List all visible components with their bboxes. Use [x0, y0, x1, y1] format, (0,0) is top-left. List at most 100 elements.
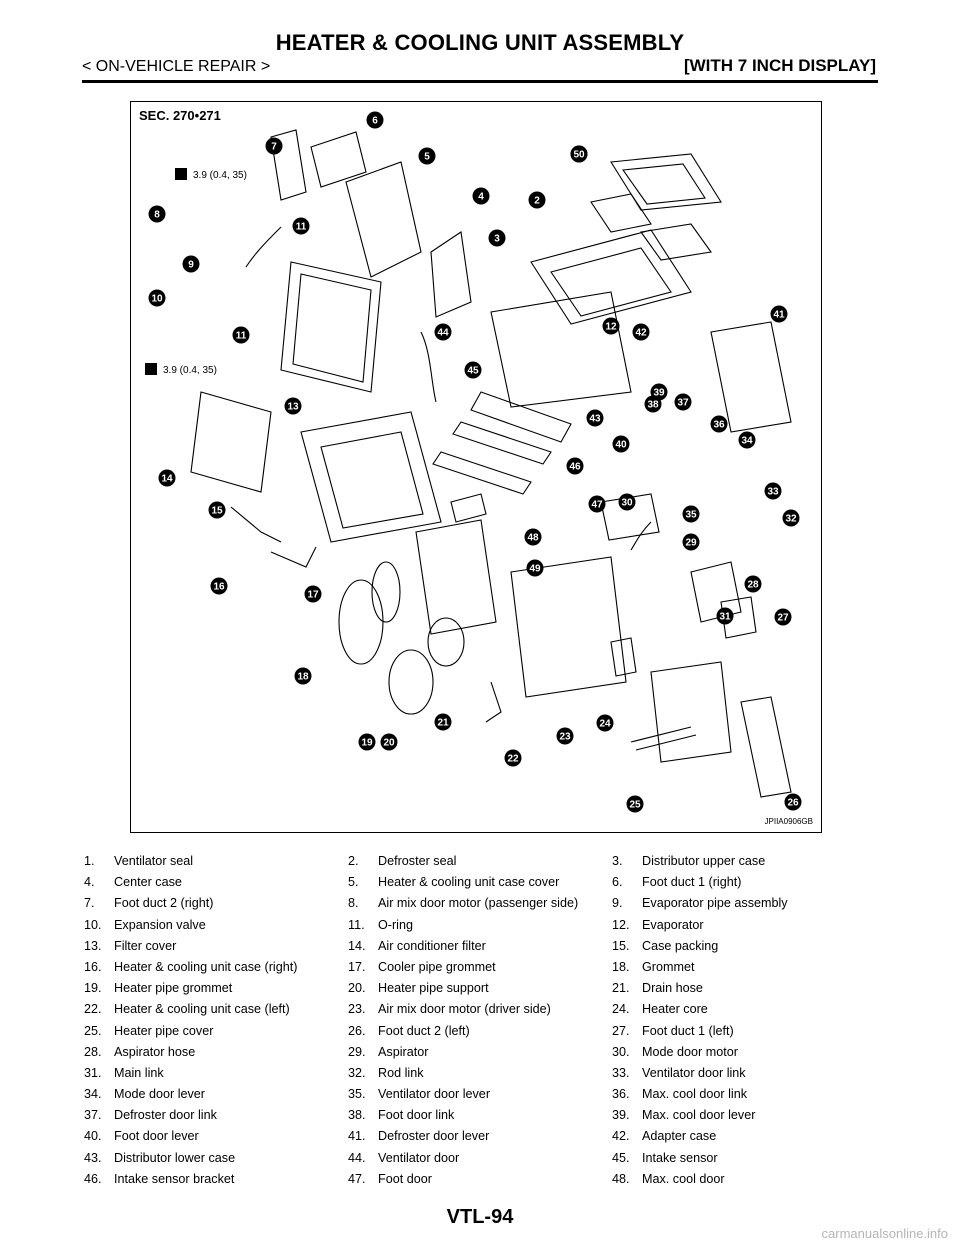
legend-item-number: 20.: [348, 981, 366, 996]
legend-item: 17.Cooler pipe grommet: [348, 957, 612, 978]
callout-number: 29: [685, 538, 697, 549]
legend-item-label: Heater core: [642, 1002, 708, 1017]
callout-number: 3: [494, 234, 500, 245]
callout-circle: [464, 361, 482, 379]
callout-number: 8: [154, 210, 160, 221]
callout-number: 31: [719, 612, 731, 623]
callout-number: 9: [188, 260, 194, 271]
legend-item-label: Evaporator pipe assembly: [642, 896, 788, 911]
legend-item: 13.Filter cover: [84, 936, 348, 957]
legend-item: 37.Defroster door link: [84, 1105, 348, 1126]
legend-item-label: Defroster door link: [114, 1108, 217, 1123]
legend-item-label: Rod link: [378, 1065, 424, 1080]
callout-circle: [612, 435, 630, 453]
page-title: HEATER & COOLING UNIT ASSEMBLY: [275, 30, 685, 55]
legend-item-label: O-ring: [378, 917, 413, 932]
legend-item-label: Heater pipe grommet: [114, 981, 233, 996]
callout-number: 11: [236, 331, 247, 342]
legend-item-label: Heater & cooling unit case (left): [114, 1002, 290, 1017]
legend-item-number: 5.: [348, 875, 359, 890]
legend-item-number: 40.: [84, 1129, 102, 1144]
legend-item-number: 41.: [348, 1129, 366, 1144]
callout-circle: [738, 431, 756, 449]
legend-item-label: Max. cool door: [642, 1171, 725, 1186]
legend-item-number: 47.: [348, 1171, 366, 1186]
legend-item: 7.Foot duct 2 (right): [84, 893, 348, 914]
callout-circle: [148, 205, 166, 223]
callout-number: 35: [685, 510, 697, 521]
callout-number: 34: [741, 436, 753, 447]
legend-item: 16.Heater & cooling unit case (right): [84, 957, 348, 978]
callout-circle: [366, 111, 384, 129]
callout-circle: [650, 383, 668, 401]
legend-item-label: Intake sensor: [642, 1150, 718, 1165]
legend-item-number: 44.: [348, 1150, 366, 1165]
legend-item: 19.Heater pipe grommet: [84, 978, 348, 999]
legend-item-number: 1.: [84, 854, 95, 868]
callout-circle: [358, 733, 376, 751]
legend-item-label: Air conditioner filter: [378, 938, 486, 953]
callout-circle: [770, 305, 788, 323]
legend-item-number: 21.: [612, 981, 630, 996]
legend-item-label: Drain hose: [642, 981, 703, 996]
callout-circle: [148, 289, 166, 307]
callout-number: 49: [529, 564, 541, 575]
callout-circle: [210, 577, 228, 595]
legend-item: 3.Distributor upper case: [612, 851, 872, 872]
legend-item-label: Intake sensor bracket: [114, 1171, 235, 1186]
legend-item-label: Defroster door lever: [378, 1129, 490, 1144]
callout-number: 25: [629, 800, 641, 811]
legend-row: 7.Foot duct 2 (right)8.Air mix door moto…: [84, 893, 884, 914]
callout-number: 43: [589, 414, 601, 425]
callout-number: 22: [507, 754, 519, 765]
callout-number: 26: [787, 798, 799, 809]
legend-item-label: Case packing: [642, 938, 719, 953]
callout-circle: [566, 457, 584, 475]
legend-row: 22.Heater & cooling unit case (left)23.A…: [84, 999, 884, 1020]
legend-item-number: 48.: [612, 1171, 630, 1186]
legend-item-label: Foot duct 1 (right): [642, 875, 742, 890]
legend-item-label: Distributor lower case: [114, 1150, 236, 1165]
legend-item-label: Filter cover: [114, 938, 177, 953]
legend-item-label: Heater & cooling unit case cover: [378, 875, 560, 890]
callout-circle: [292, 217, 310, 235]
legend-item: 28.Aspirator hose: [84, 1042, 348, 1063]
callout-number: 11: [296, 222, 307, 233]
legend-item-label: Foot duct 2 (right): [114, 896, 214, 911]
callout-number: 32: [785, 514, 797, 525]
legend-item: 6.Foot duct 1 (right): [612, 872, 872, 893]
legend-item: 46.Intake sensor bracket: [84, 1169, 348, 1190]
callout-number: 19: [361, 738, 373, 749]
callout-number: 42: [635, 328, 647, 339]
legend-item-number: 9.: [612, 896, 623, 911]
callout-number: 37: [677, 398, 689, 409]
callout-circle: [682, 533, 700, 551]
legend-item-number: 17.: [348, 959, 366, 974]
legend-item: 31.Main link: [84, 1063, 348, 1084]
callout-markers: 1234567891011111213141516171819202122232…: [148, 111, 802, 813]
callout-circle: [784, 793, 802, 811]
callout-circle: [588, 495, 606, 513]
legend-item: 14.Air conditioner filter: [348, 936, 612, 957]
legend-item-label: Defroster seal: [378, 854, 457, 868]
torque-spec-2: 3.9 (0.4, 35): [163, 365, 217, 376]
legend-item-label: Mode door motor: [642, 1044, 738, 1059]
legend-item-label: Foot duct 1 (left): [642, 1023, 734, 1038]
legend-item: 9. Evaporator pipe assembly: [612, 893, 872, 914]
legend-item-label: Heater pipe support: [378, 981, 489, 996]
callout-number: 20: [383, 738, 395, 749]
callout-number: 27: [777, 613, 789, 624]
callout-circle: [528, 191, 546, 209]
callout-circle: [570, 145, 588, 163]
legend-item: 8.Air mix door motor (passenger side): [348, 893, 612, 914]
legend-item-number: 31.: [84, 1065, 102, 1080]
callout-circle: [618, 493, 636, 511]
callout-circle: [602, 317, 620, 335]
callout-circle: [674, 393, 692, 411]
legend-item-number: 45.: [612, 1150, 630, 1165]
